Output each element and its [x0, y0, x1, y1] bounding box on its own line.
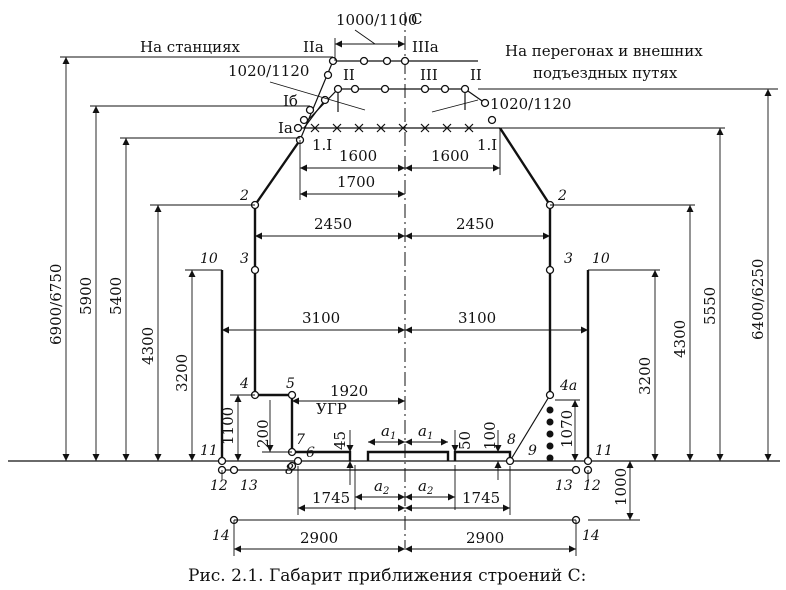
dim-1070: 1070 [558, 410, 576, 448]
pt-Ia: Ia [278, 119, 293, 137]
pt-12-left: 12 [210, 478, 228, 494]
pt-4a: 4a [559, 378, 577, 394]
cross-mark [398, 123, 408, 133]
dim-6900: 6900/6750 [47, 264, 65, 345]
dim-2900-right: 2900 [466, 529, 504, 547]
pt-6: 6 [306, 445, 315, 461]
dim-1100: 1100 [219, 407, 237, 445]
dim-4300-right: 4300 [671, 320, 689, 358]
cross-mark [332, 123, 342, 133]
dim-50: 50 [456, 431, 474, 450]
dimension-labels: 1000/1100 1020/1120 1020/1120 1600 1600 … [47, 11, 767, 547]
dim-5900: 5900 [77, 277, 95, 315]
dim-a1-left: a1 [381, 422, 396, 442]
dim-2450-right: 2450 [456, 215, 494, 233]
note-stations: На станциях [140, 38, 241, 56]
pt-2-left: 2 [239, 188, 249, 204]
cross-mark [420, 123, 430, 133]
pt-7: 7 [296, 432, 305, 448]
dim-1600-left: 1600 [339, 147, 377, 165]
dim-upper-left: 1020/1120 [228, 62, 309, 80]
dim-5550: 5550 [701, 287, 719, 325]
dim-200: 200 [254, 419, 272, 448]
pt-2-right: 2 [557, 188, 567, 204]
point-labels: IIa IIIa II III II Iб Ia 1.I 1.I 2 2 3 3… [200, 38, 613, 544]
dim-5400: 5400 [107, 277, 125, 315]
dim-1745-left: 1745 [312, 489, 350, 507]
pt-3-left: 3 [240, 251, 249, 267]
dim-a1-right: a1 [418, 422, 433, 442]
dim-3200-left: 3200 [173, 354, 191, 392]
pt-3-right: 3 [564, 251, 573, 267]
cross-mark [442, 123, 452, 133]
pt-8-left: 8 [285, 462, 294, 478]
gauge-outline [220, 60, 590, 471]
pt-14-right: 14 [582, 528, 600, 544]
dim-1920: 1920 [330, 382, 368, 400]
dim-a2-right: a2 [418, 477, 433, 497]
pt-13-right: 13 [555, 478, 573, 494]
cross-mark [464, 123, 474, 133]
pt-Ib: Iб [283, 92, 298, 110]
pt-11-right: 11 [595, 443, 613, 459]
dim-1000: 1000 [612, 468, 630, 506]
pt-10-left: 10 [200, 251, 218, 267]
pt-III: III [420, 66, 438, 84]
dim-3200-right: 3200 [636, 357, 654, 395]
pt-II-right: II [470, 66, 482, 84]
note-lines-2: подъездных путях [533, 64, 678, 82]
dim-3100-right: 3100 [458, 309, 496, 327]
pt-8-right: 8 [507, 432, 516, 448]
dim-6400: 6400/6250 [749, 259, 767, 340]
dim-a2-left: a2 [374, 477, 389, 497]
dim-1700: 1700 [337, 173, 375, 191]
pt-5: 5 [286, 376, 295, 392]
pt-12-right: 12 [583, 478, 601, 494]
cross-mark [376, 123, 386, 133]
horizontal-dimensions [222, 29, 588, 556]
pt-10-right: 10 [592, 251, 610, 267]
dim-1600-right: 1600 [431, 147, 469, 165]
dim-4300-left: 4300 [139, 327, 157, 365]
pt-1I-left: 1.I [312, 136, 332, 154]
pt-IIIa: IIIa [412, 38, 439, 56]
dim-100: 100 [481, 421, 499, 450]
axis-label: С [411, 10, 422, 28]
pt-14-left: 14 [212, 528, 230, 544]
vertical-dimensions [60, 56, 778, 521]
pt-IIa: IIa [303, 38, 324, 56]
pt-9: 9 [528, 443, 537, 459]
filled-dots [546, 406, 554, 462]
dim-2450-left: 2450 [314, 215, 352, 233]
dim-1745-right: 1745 [462, 489, 500, 507]
crossing-marks [310, 123, 474, 133]
cross-mark [354, 123, 364, 133]
pt-1I-right: 1.I [477, 136, 497, 154]
dim-45: 45 [331, 431, 349, 450]
note-lines-1: На перегонах и внешних [505, 42, 703, 60]
pt-II-left: II [343, 66, 355, 84]
label-ugr: УГР [316, 400, 347, 418]
dim-2900-left: 2900 [300, 529, 338, 547]
pt-4: 4 [239, 376, 249, 392]
dim-top-width: 1000/1100 [336, 11, 417, 29]
pt-11-left: 11 [200, 443, 218, 459]
dim-3100-left: 3100 [302, 309, 340, 327]
dim-upper-right: 1020/1120 [490, 95, 571, 113]
figure-caption: Рис. 2.1. Габарит приближения строений С… [188, 566, 586, 586]
cross-mark [310, 123, 320, 133]
pt-13-left: 13 [240, 478, 258, 494]
